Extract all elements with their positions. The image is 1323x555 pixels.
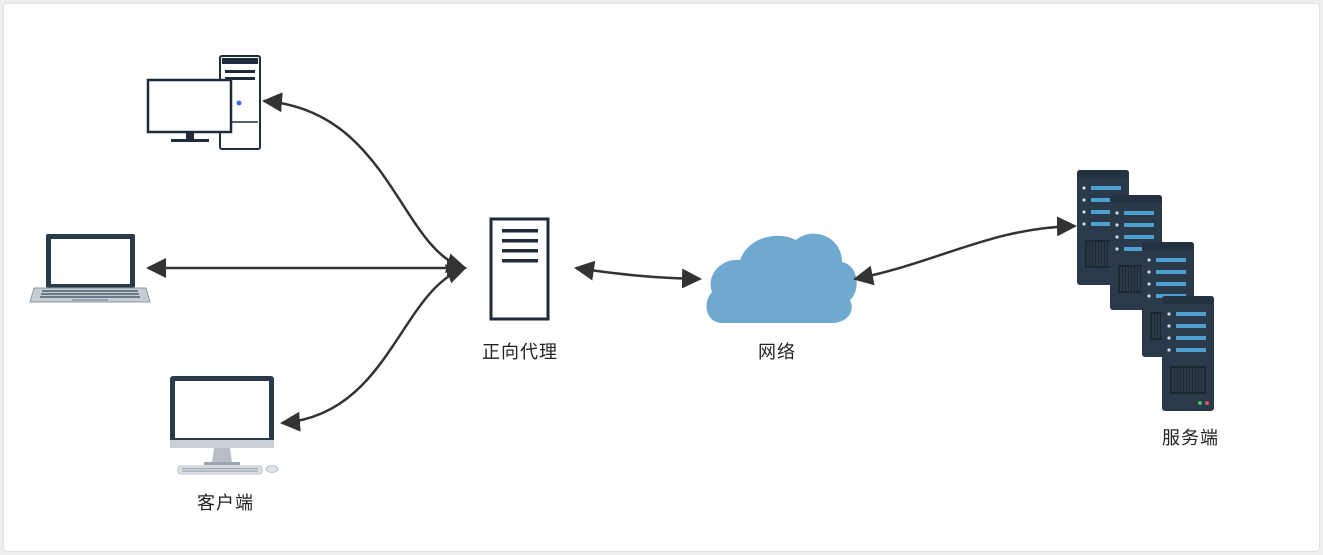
proxy-label: 正向代理 xyxy=(482,342,558,363)
client-label: 客户端 xyxy=(197,493,254,514)
arrow-proxy-to-imac xyxy=(280,264,467,432)
arrow-proxy-to-cloud xyxy=(574,260,702,289)
arrow-cloud-to-servers xyxy=(853,216,1077,286)
server-rack-icon xyxy=(1076,169,1215,412)
network-label: 网络 xyxy=(758,342,796,363)
arrow-proxy-to-desktop xyxy=(262,92,467,273)
proxy-server-icon xyxy=(489,217,550,321)
cloud-icon xyxy=(706,233,857,323)
desktop-tower-icon xyxy=(146,55,261,150)
server-label: 服务端 xyxy=(1162,428,1219,449)
diagram-canvas: 正向代理 网络 服务端 客户端 xyxy=(4,4,1319,551)
imac-icon xyxy=(170,376,279,475)
laptop-icon xyxy=(29,234,151,303)
